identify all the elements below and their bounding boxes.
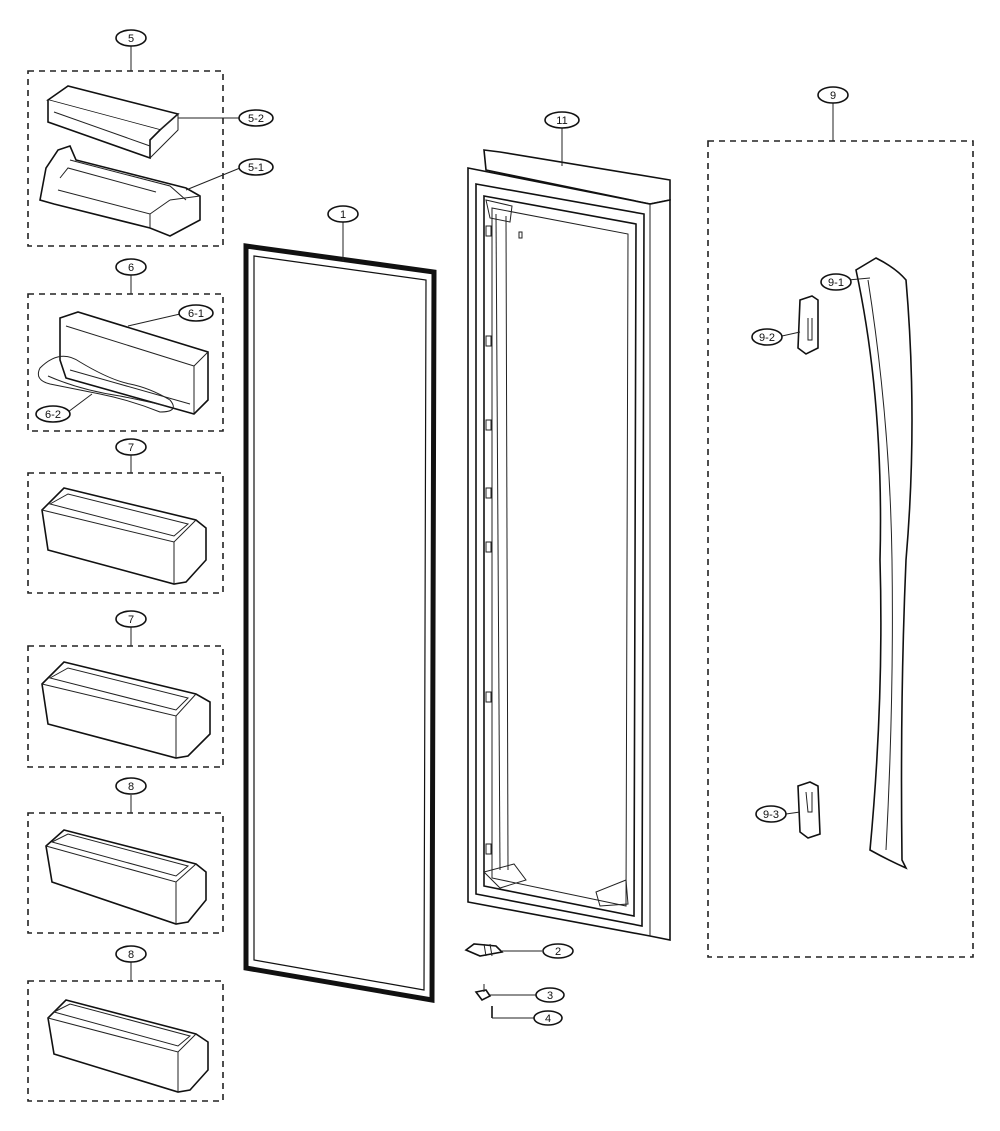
svg-text:1: 1	[340, 209, 346, 221]
callout-5-2: 5-2	[238, 109, 274, 127]
group-7-b: 7	[27, 610, 224, 768]
svg-text:9-3: 9-3	[763, 809, 779, 821]
callout-9: 9	[817, 86, 849, 104]
svg-text:9-1: 9-1	[828, 277, 844, 289]
callout-9-2: 9-2	[751, 328, 783, 346]
svg-text:5-1: 5-1	[248, 162, 264, 174]
svg-text:5-2: 5-2	[248, 113, 264, 125]
part-11-door-assembly: 11	[467, 111, 671, 941]
part-1-door-gasket: 1	[243, 205, 437, 1003]
svg-text:9-2: 9-2	[759, 332, 775, 344]
callout-9-3: 9-3	[755, 805, 787, 823]
callout-2: 2	[542, 943, 574, 959]
group-6: 6 6-1 6-2	[27, 258, 224, 432]
callout-4: 4	[533, 1010, 563, 1026]
part-9-3-bracket	[797, 781, 821, 839]
callout-9-1: 9-1	[820, 273, 852, 291]
part-9-1-handle	[855, 257, 913, 870]
group-9-handle: 9 9-1 9-2 9-3	[707, 86, 974, 958]
svg-text:4: 4	[545, 1013, 551, 1025]
svg-text:9: 9	[830, 90, 836, 102]
part-3-pin: 3	[474, 984, 565, 1003]
svg-text:7: 7	[128, 442, 134, 454]
part-6-2-rack	[37, 355, 174, 413]
callout-7-a: 7	[115, 438, 147, 456]
callout-6-1: 6-1	[178, 304, 214, 322]
part-7-door-bin	[41, 487, 207, 585]
callout-8-a: 8	[115, 777, 147, 795]
part-2-stopper: 2	[464, 943, 574, 959]
part-9-2-bracket	[797, 295, 819, 355]
svg-text:7: 7	[128, 614, 134, 626]
part-6-1-bin	[59, 311, 209, 415]
svg-text:2: 2	[555, 946, 561, 958]
group-5: 5 5-2 5-1	[27, 29, 274, 247]
part-7-door-bin	[41, 661, 211, 759]
svg-text:6-2: 6-2	[45, 409, 61, 421]
group-8-b: 8	[27, 945, 224, 1102]
svg-text:5: 5	[128, 33, 134, 45]
callout-11: 11	[544, 111, 580, 129]
callout-7-b: 7	[115, 610, 147, 628]
callout-6: 6	[115, 258, 147, 276]
part-8-door-bin	[47, 999, 209, 1093]
svg-text:8: 8	[128, 949, 134, 961]
group-7-a: 7	[27, 438, 224, 594]
part-8-door-bin	[45, 829, 207, 925]
svg-text:6: 6	[128, 262, 134, 274]
callout-1: 1	[327, 205, 359, 223]
part-5-2-bin-cover	[46, 85, 180, 160]
svg-text:11: 11	[556, 115, 567, 127]
callout-6-2: 6-2	[35, 405, 71, 423]
part-5-1-bin	[39, 145, 201, 237]
svg-text:6-1: 6-1	[188, 308, 204, 320]
callout-8-b: 8	[115, 945, 147, 963]
svg-text:3: 3	[547, 990, 553, 1002]
svg-text:8: 8	[128, 781, 134, 793]
callout-3: 3	[535, 987, 565, 1003]
group-8-a: 8	[27, 777, 224, 934]
callout-5: 5	[115, 29, 147, 47]
part-4-screw: 4	[491, 1006, 563, 1026]
callout-5-1: 5-1	[238, 158, 274, 176]
